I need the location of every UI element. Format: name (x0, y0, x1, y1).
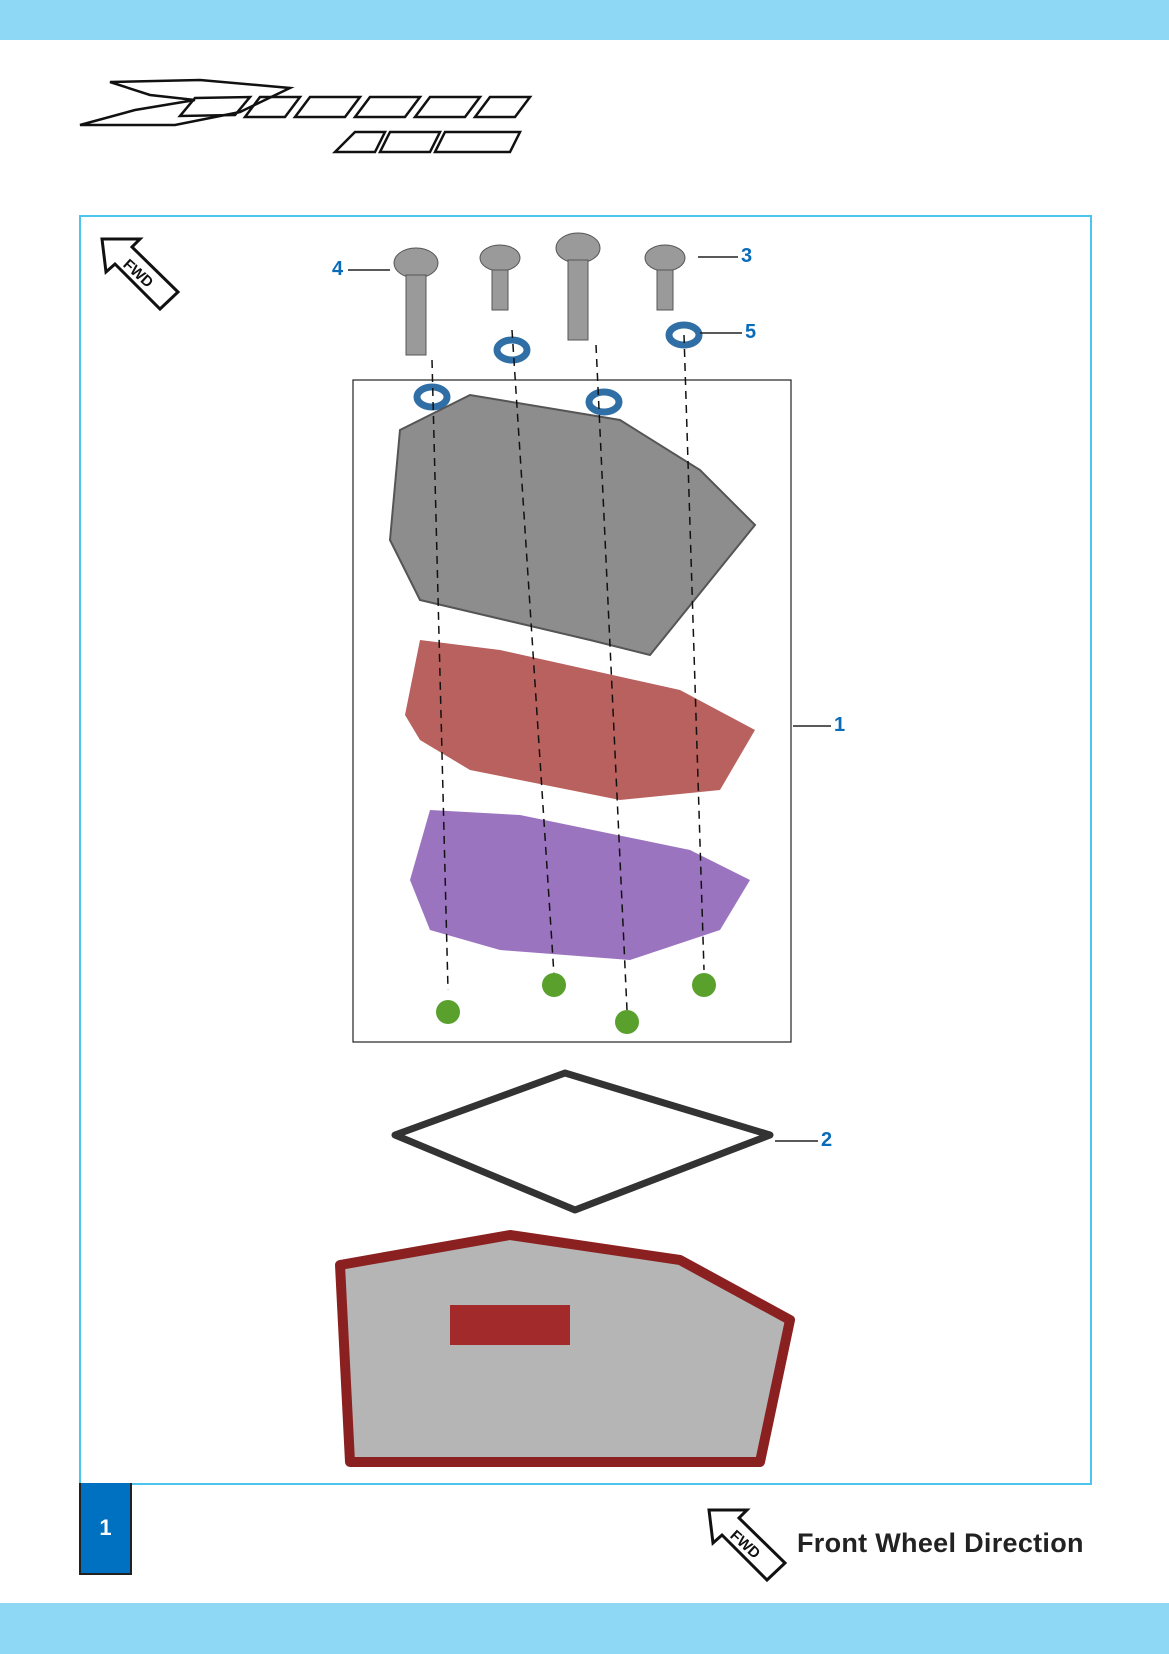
leader-lines (348, 256, 831, 1142)
seal-gasket (391, 1069, 774, 1214)
callout-1: 1 (834, 714, 846, 736)
fwd-arrow-icon-legend: FWD (707, 1508, 788, 1583)
gasket-purple (410, 810, 750, 960)
bolts (393, 232, 686, 356)
gasket-red (405, 640, 755, 800)
top-band (0, 0, 1169, 40)
washers (413, 321, 703, 416)
callout-3: 3 (741, 245, 753, 267)
cylinder-head-cover (388, 393, 757, 657)
cylinder-head (335, 1230, 795, 1467)
bottom-band (0, 1603, 1169, 1654)
kit-box (352, 379, 792, 1043)
diagram-frame (79, 215, 1092, 1485)
dominar-logo (79, 78, 533, 154)
callout-5: 5 (745, 321, 757, 343)
assembly-lines (431, 329, 705, 1011)
cam-part (450, 1305, 570, 1345)
green-bolts (436, 973, 716, 1034)
front-wheel-direction-legend: Front Wheel Direction (797, 1528, 1084, 1558)
page-number-tab: 1 (79, 1483, 132, 1575)
callout-2: 2 (821, 1129, 833, 1151)
callout-4: 4 (332, 258, 344, 280)
